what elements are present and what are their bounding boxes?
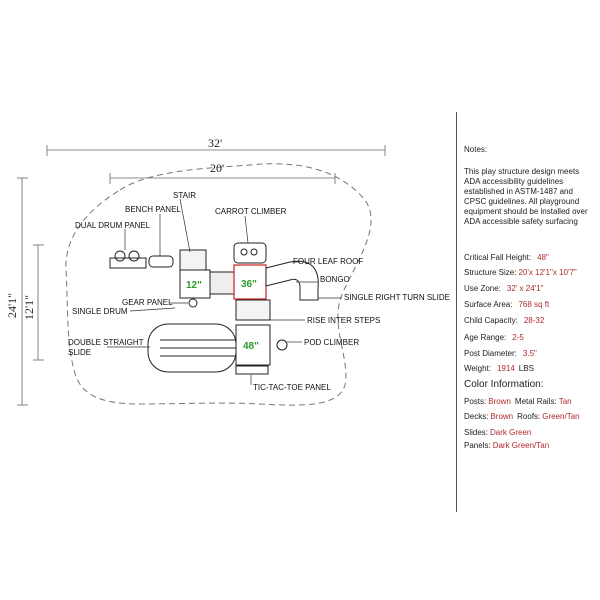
dual-drum-panel (109, 250, 147, 269)
bench-panel (148, 255, 174, 268)
notes-title: Notes: (464, 145, 488, 154)
spec-panel: Notes: This play structure design meets … (464, 0, 600, 600)
spec-row-age-range: Age Range: 2-5 (464, 333, 524, 343)
leader-lines (107, 198, 342, 385)
overall-width-label: 32' (208, 136, 222, 150)
dimension-inner-width (109, 173, 336, 184)
ramp (209, 271, 235, 295)
surface-area-label: Surface Area: (464, 300, 513, 309)
rise-inter-steps (235, 299, 271, 321)
color-info-title: Color Information: (464, 379, 544, 390)
label-gear-panel: GEAR PANEL (122, 298, 173, 307)
dimension-inner-depth (33, 244, 44, 361)
fall-height-label: Critical Fall Height: (464, 253, 532, 262)
structure-size-label: Structure Size: (464, 268, 517, 277)
decks-label: Decks: (464, 412, 489, 421)
use-zone-value: 32' x 24'1" (506, 284, 544, 293)
spec-row-surface-area: Surface Area: 768 sq ft (464, 300, 549, 310)
label-bongo: BONGO (320, 275, 350, 284)
deck-12-height: 12" (186, 280, 202, 291)
posts-value: Brown (488, 397, 511, 406)
equipment (109, 242, 319, 375)
dimension-overall-width (46, 145, 386, 156)
age-range-value: 2-5 (512, 333, 524, 342)
stair (179, 249, 207, 271)
slides-label: Slides: (464, 428, 489, 437)
color-row-slides: Slides:Dark Green (464, 428, 531, 438)
label-double-straight-2: SLIDE (68, 348, 91, 357)
panels-label: Panels: (464, 441, 491, 450)
gear-panel (188, 298, 198, 308)
weight-label: Weight: (464, 364, 491, 373)
label-carrot-climber: CARROT CLIMBER (215, 207, 287, 216)
label-pod-climber: POD CLIMBER (304, 338, 359, 347)
fall-height-value: 48" (537, 253, 549, 262)
label-double-straight-1: DOUBLE STRAIGHT (68, 338, 144, 347)
use-zone-outline (65, 163, 372, 406)
spec-row-fall-height: Critical Fall Height: 48" (464, 253, 549, 263)
dimension-overall-depth (17, 177, 28, 406)
panels-value: Dark Green/Tan (492, 441, 550, 450)
overall-depth-label: 24'1" (5, 293, 19, 318)
label-dual-drum-panel: DUAL DRUM PANEL (75, 221, 151, 230)
color-row-panels: Panels:Dark Green/Tan (464, 441, 549, 451)
label-bench-panel: BENCH PANEL (125, 205, 181, 214)
slides-value: Dark Green (490, 428, 532, 437)
use-zone-label: Use Zone: (464, 284, 501, 293)
age-range-label: Age Range: (464, 333, 507, 342)
deck-48 (235, 324, 271, 366)
double-straight-slide (147, 323, 237, 373)
label-tic-tac-toe-panel: TIC-TAC-TOE PANEL (253, 383, 331, 392)
panel-divider (456, 112, 457, 512)
roofs-value: Green/Tan (542, 412, 580, 421)
deck-12 (179, 269, 211, 299)
spec-row-child-capacity: Child Capacity: 28-32 (464, 316, 544, 326)
label-single-drum: SINGLE DRUM (72, 307, 128, 316)
roofs-label: Roofs: (517, 412, 541, 421)
post-diameter-value: 3.5" (522, 349, 537, 358)
metal-rails-label: Metal Rails: (514, 397, 557, 406)
spec-row-structure-size: Structure Size:20'x 12'1"x 10'7" (464, 268, 577, 278)
notes-text: This play structure design meets ADA acc… (464, 167, 588, 226)
label-rise-inter-steps: RISE INTER STEPS (307, 316, 380, 325)
label-four-leaf-roof: FOUR LEAF ROOF (293, 257, 363, 266)
child-capacity-value: 28-32 (523, 316, 545, 325)
metal-rails-value: Tan (558, 397, 572, 406)
label-stair: STAIR (173, 191, 196, 200)
single-right-turn-slide (265, 260, 319, 301)
surface-area-value: 768 sq ft (518, 300, 550, 309)
inner-depth-label: 12'1" (22, 295, 36, 320)
inner-width-label: 20' (210, 161, 224, 175)
spec-row-use-zone: Use Zone: 32' x 24'1" (464, 284, 544, 294)
child-capacity-label: Child Capacity: (464, 316, 518, 325)
decks-value: Brown (490, 412, 514, 421)
pod-climber (276, 339, 288, 351)
tic-tac-toe-panel (235, 365, 269, 375)
deck-36-height: 36" (241, 279, 257, 290)
post-diameter-label: Post Diameter: (464, 349, 517, 358)
structure-size-value: 20'x 12'1"x 10'7" (518, 268, 577, 277)
posts-label: Posts: (464, 397, 487, 406)
weight-unit: LBS (518, 364, 534, 373)
label-single-right-turn-slide: SINGLE RIGHT TURN SLIDE (344, 293, 450, 302)
weight-value: 1914 (496, 364, 515, 373)
carrot-climber (233, 242, 267, 264)
spec-row-post-diameter: Post Diameter: 3.5" (464, 349, 537, 359)
deck-48-height: 48" (243, 341, 259, 352)
